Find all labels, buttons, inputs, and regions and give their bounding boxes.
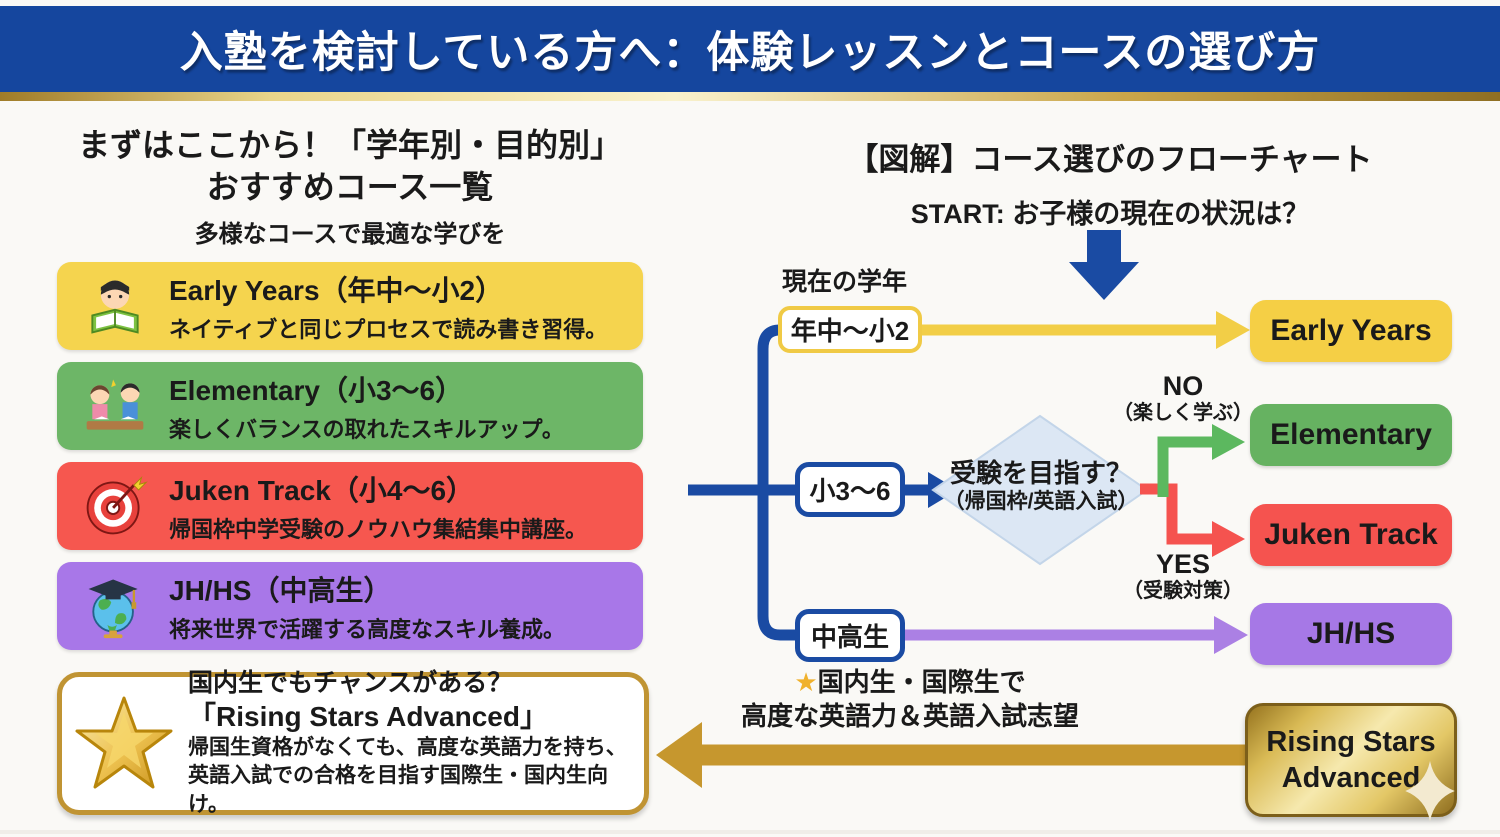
course-name: Juken Track（小4〜6）	[169, 474, 475, 506]
studying-kids-icon	[86, 379, 144, 430]
flowchart-title: 【図解】コース選びのフローチャート	[847, 142, 1373, 177]
course-card-juken-track: Juken Track（小4〜6） 帰国枠中学受験のノウハウ集結集中講座。	[57, 462, 643, 550]
flowchart-start-label: START: お子様の現在の状況は？	[910, 199, 1310, 229]
gold-star-icon	[75, 696, 173, 788]
advanced-route-note: ★国内生・国際生で 高度な英語力＆英語入試志望	[728, 666, 1092, 734]
rising-stars-text: 国内生でもチャンスがある？ 「Rising Stars Advanced」 帰国…	[188, 668, 644, 819]
no-arrow-shaft	[1157, 436, 1212, 497]
course-description: ネイティブと同じプロセスで読み書き習得。	[169, 316, 608, 342]
target-icon	[86, 476, 148, 535]
outcome-elementary: Elementary	[1250, 404, 1452, 466]
advanced-box-line2: Advanced	[1281, 762, 1421, 794]
yes-branch-label: YES （受験対策）	[1098, 549, 1268, 603]
outcome-jh-hs: JH/HS	[1250, 603, 1452, 665]
outcome-rising-stars-advanced: Rising Stars Advanced	[1245, 703, 1457, 822]
course-card-text: JH/HS（中高生） 将来世界で活躍する高度なスキル養成。	[169, 569, 565, 644]
advanced-arrow-head	[656, 722, 702, 788]
course-name: JH/HS（中高生）	[169, 574, 392, 606]
course-name: Elementary（小3〜6）	[169, 374, 464, 406]
branch-node-elementary-grades: 小3〜6	[795, 462, 905, 517]
advanced-note-line1: 国内生・国際生で	[817, 667, 1026, 697]
course-list-subtitle: 多様なコースで最適な学びを	[194, 221, 506, 248]
course-list-title-line2: おすすめコース一覧	[206, 169, 494, 206]
early-years-arrow-head	[1216, 311, 1250, 349]
header-banner: 入塾を検討している方へ：体験レッスンとコースの選び方	[0, 6, 1500, 92]
highlight-description-line2: 英語入試での合格を目指す国際生・国内生向け。	[188, 764, 608, 816]
highlight-question: 国内生でもチャンスがある？	[188, 668, 513, 697]
no-label-note: （楽しく学ぶ）	[1113, 402, 1253, 425]
course-description: 帰国枠中学受験のノウハウ集結集中講座。	[169, 516, 588, 542]
bottom-edge	[0, 830, 1500, 834]
course-card-text: Elementary（小3〜6） 楽しくバランスの取れたスキルアップ。	[169, 369, 564, 444]
course-card-elementary: Elementary（小3〜6） 楽しくバランスの取れたスキルアップ。	[57, 362, 643, 450]
branch-node-secondary-grades: 中高生	[795, 609, 905, 662]
course-description: 楽しくバランスの取れたスキルアップ。	[169, 416, 564, 442]
advanced-note-line2: 高度な英語力＆英語入試志望	[740, 700, 1079, 731]
rising-stars-highlight-box: 国内生でもチャンスがある？ 「Rising Stars Advanced」 帰国…	[57, 669, 649, 816]
page-title: 入塾を検討している方へ：体験レッスンとコースの選び方	[179, 29, 1321, 77]
course-card-text: Juken Track（小4〜6） 帰国枠中学受験のノウハウ集結集中講座。	[169, 469, 587, 544]
grade-label: 現在の学年	[782, 268, 908, 296]
decision-condition: （帰国枠/英語入試）	[943, 490, 1139, 514]
branch-trunk-line	[688, 324, 797, 641]
globe-gradcap-icon	[88, 579, 138, 639]
advanced-box-line1: Rising Stars	[1266, 725, 1436, 758]
yes-label-text: YES	[1155, 549, 1211, 579]
highlight-course-name: 「Rising Stars Advanced」	[188, 701, 548, 733]
highlight-description: 帰国生資格がなくても、高度な英語力を持ち、 英語入試での合格を目指す国際生・国内…	[188, 734, 644, 819]
outcome-early-years: Early Years	[1250, 300, 1452, 362]
star-icon: ★	[794, 667, 818, 697]
sparkle-icon	[1405, 760, 1455, 822]
highlight-description-line1: 帰国生資格がなくても、高度な英語力を持ち、	[188, 736, 627, 760]
reading-child-icon	[91, 280, 139, 334]
gold-divider	[0, 92, 1500, 101]
yes-label-note: （受験対策）	[1123, 580, 1243, 603]
course-card-text: Early Years（年中〜小2） ネイティブと同じプロセスで読み書き習得。	[169, 269, 607, 344]
decision-label: 受験を目指す？ （帰国枠/英語入試）	[935, 458, 1147, 514]
course-card-jh-hs: JH/HS（中高生） 将来世界で活躍する高度なスキル養成。	[57, 562, 643, 650]
branch-node-early-grades: 年中〜小2	[778, 306, 922, 353]
course-name: Early Years（年中〜小2）	[169, 274, 504, 306]
no-arrow-head	[1212, 424, 1245, 460]
course-card-early-years: Early Years（年中〜小2） ネイティブと同じプロセスで読み書き習得。	[57, 262, 643, 350]
course-list-title: まずはここから！「学年別・目的別」 おすすめコース一覧	[40, 124, 660, 208]
course-description: 将来世界で活躍する高度なスキル養成。	[169, 616, 566, 642]
outcome-juken-track: Juken Track	[1250, 504, 1452, 566]
course-list-title-line1: まずはここから！「学年別・目的別」	[77, 127, 622, 163]
yes-arrow-shaft	[1140, 483, 1212, 545]
no-label-text: NO	[1162, 371, 1204, 401]
decision-question: 受験を目指す？	[949, 458, 1132, 488]
start-down-arrow	[1069, 230, 1139, 300]
jh-hs-arrow-head	[1214, 616, 1248, 654]
no-branch-label: NO （楽しく学ぶ）	[1098, 371, 1268, 425]
